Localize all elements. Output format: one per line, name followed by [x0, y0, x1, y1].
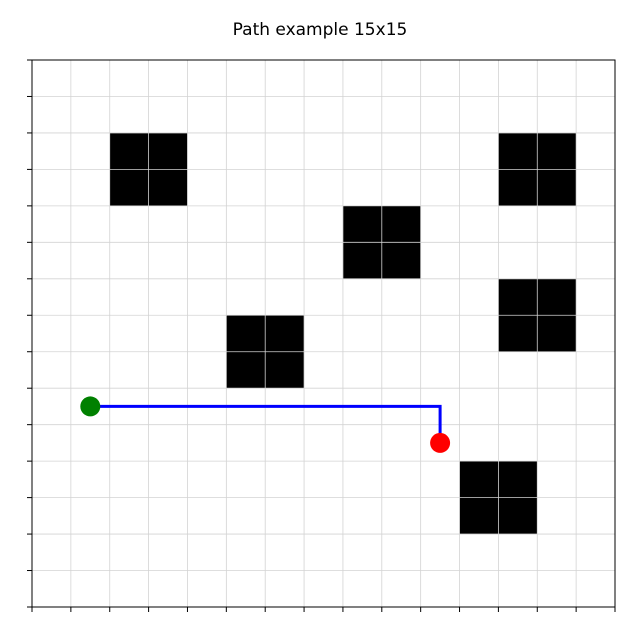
chart-title: Path example 15x15 [232, 20, 408, 40]
goal-marker [430, 432, 451, 453]
plot-frame [31, 59, 616, 608]
path-line [90, 404, 442, 443]
start-marker [80, 396, 101, 417]
